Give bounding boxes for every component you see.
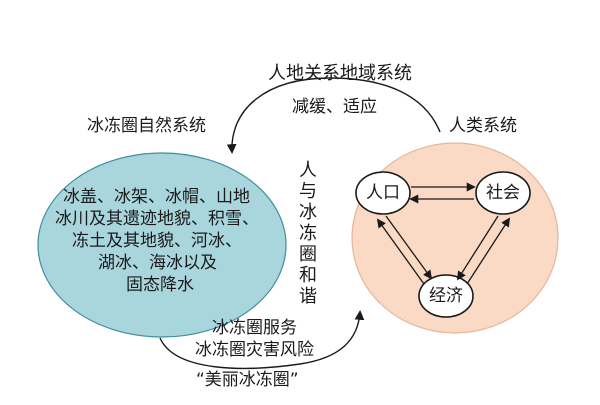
society-node-label: 社会: [486, 183, 520, 203]
economy-node-circle: [418, 274, 474, 318]
population-to-economy-arrow: [385, 215, 433, 280]
population-node-label: 人口: [366, 183, 400, 203]
cryosphere-content-line-2: 冰川及其遗迹地貌、积雪、: [55, 209, 259, 229]
economy-node-label: 经济: [429, 286, 463, 306]
human-system-label: 人类系统: [449, 116, 517, 136]
economy-to-population-arrow: [376, 218, 425, 285]
harmony-vertical-text: 人与冰冻圈和谐: [299, 160, 317, 307]
top-curved-arrow: [226, 77, 441, 154]
cryosphere-content-line-4: 湖冰、海冰以及: [98, 253, 217, 273]
society-to-economy-arrow: [457, 215, 499, 281]
economy-to-society-arrow: [466, 217, 510, 285]
society-node-circle: [475, 171, 531, 215]
cryosphere-system-label: 冰冻圈自然系统: [87, 116, 206, 136]
cryosphere-content-line-3: 冻土及其地貌、河冰、: [72, 231, 242, 251]
bottom-arrow-line-2: 冰冻圈灾害风险: [195, 340, 314, 360]
bottom-curved-arrow: [159, 310, 365, 370]
cryosphere-content-line-5: 固态降水: [126, 275, 194, 295]
population-node-circle: [355, 171, 411, 215]
top-arrow-title: 人地关系地域系统: [268, 63, 412, 84]
cryosphere-system-ellipse: [37, 152, 287, 338]
cryosphere-content-line-1: 冰盖、冰架、冰帽、山地: [63, 187, 250, 207]
bottom-arrow-line-1: 冰冻圈服务: [212, 318, 297, 338]
top-arrow-subtitle: 减缓、适应: [292, 97, 377, 117]
bottom-arrow-caption: “美丽冰冻圈”: [196, 370, 299, 390]
